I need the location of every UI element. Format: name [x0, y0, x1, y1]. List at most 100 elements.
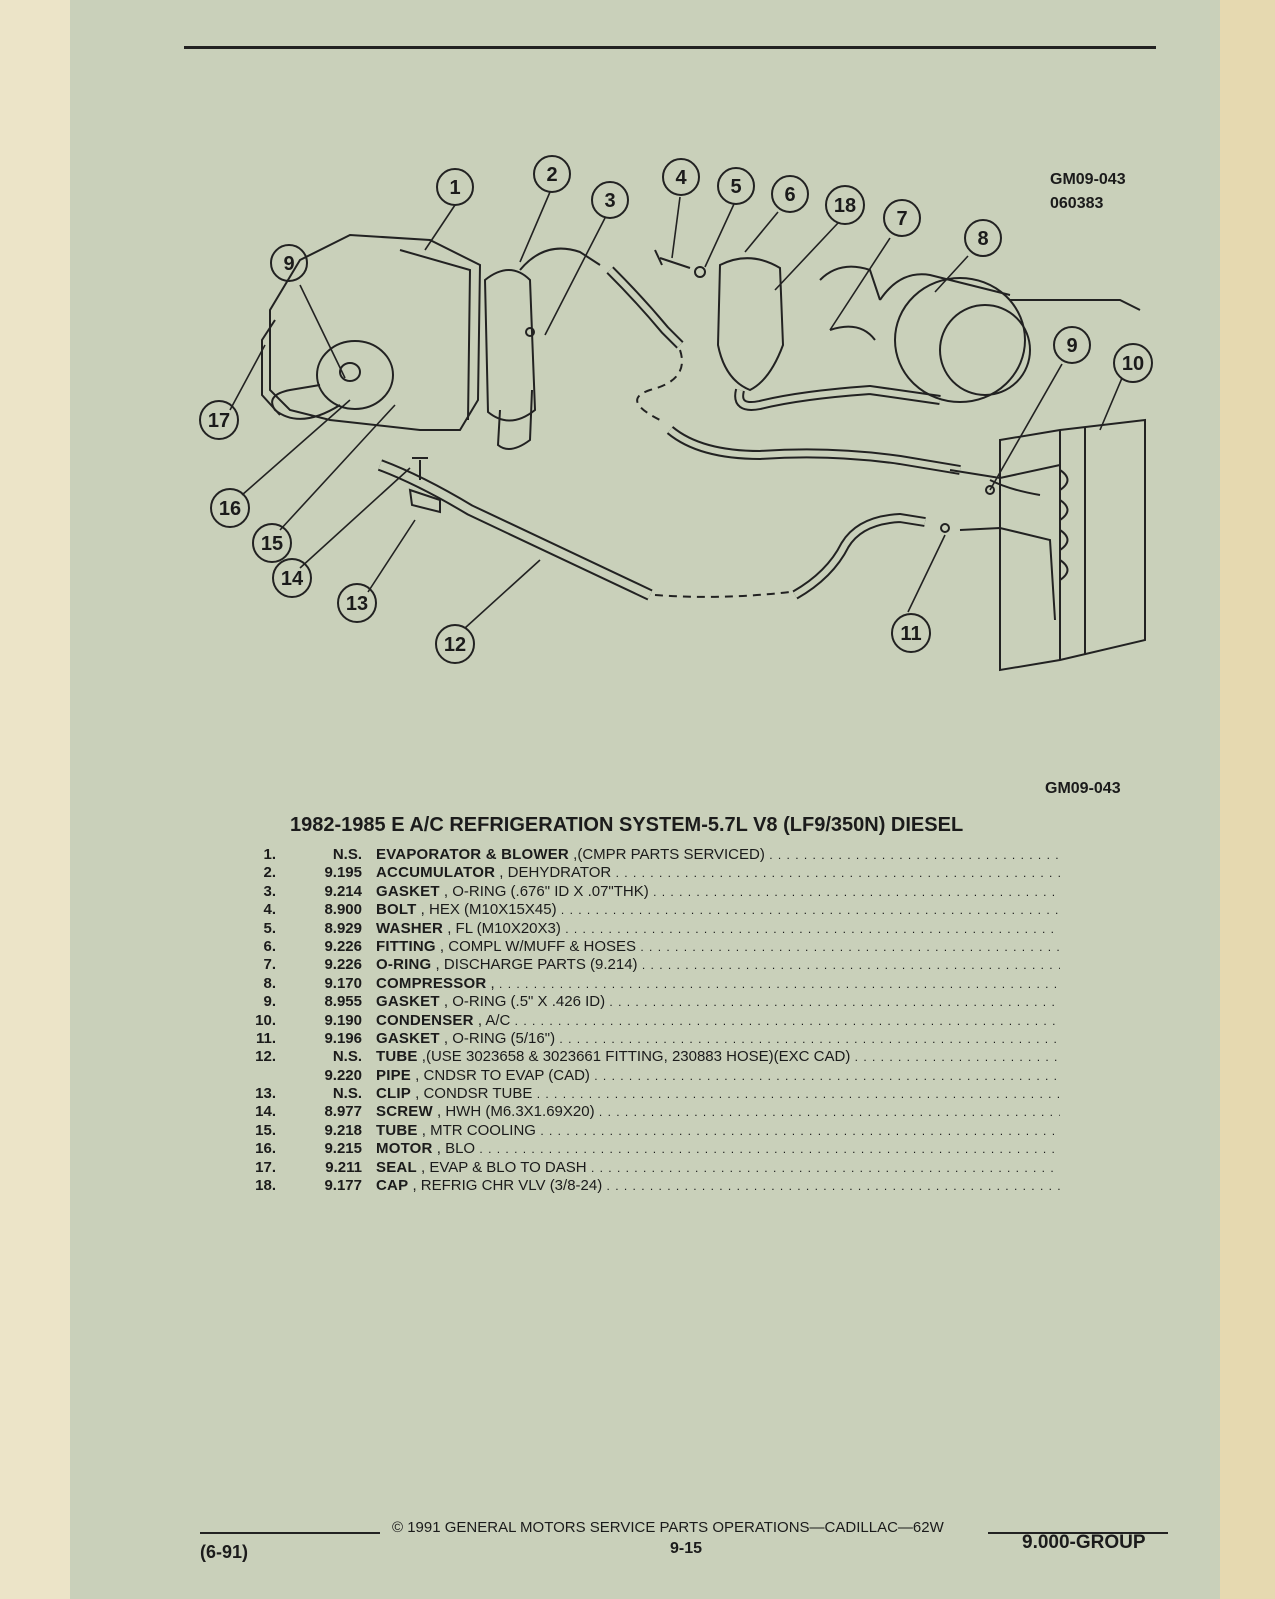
part-group-number: 9.218 [324, 1121, 362, 1139]
accumulator [483, 269, 537, 422]
paper-edge [1220, 0, 1275, 1599]
svg-text:12: 12 [444, 634, 466, 656]
part-number-index: 11. [255, 1029, 276, 1047]
part-detail: , A/C [473, 1011, 511, 1029]
callout-13: 13 [337, 583, 377, 623]
part-detail: , O-RING (5/16") [439, 1029, 556, 1047]
part-name: GASKET [376, 993, 440, 1011]
part-name: GASKET [376, 1029, 440, 1047]
part-group-number: 9.214 [324, 882, 362, 900]
svg-text:10: 10 [1122, 353, 1144, 375]
condenser-side [1059, 428, 1086, 660]
part-detail: , BLO [432, 1140, 476, 1158]
dashed-line [636, 349, 683, 421]
footer-copyright: © 1991 GENERAL MOTORS SERVICE PARTS OPER… [392, 1519, 944, 1536]
part-number-index: 10. [255, 1011, 276, 1029]
svg-text:1: 1 [449, 177, 460, 199]
part-name: MOTOR [376, 1140, 433, 1158]
svg-text:4: 4 [675, 167, 687, 189]
part-detail: , [486, 974, 495, 992]
callout-8: 8 [964, 219, 1002, 257]
washer-5 [694, 266, 706, 278]
part-description: SEAL , EVAP & BLO TO DASH [376, 1159, 1060, 1177]
compressor-clutch [939, 304, 1031, 396]
part-number-index: 5. [263, 919, 276, 937]
part-detail: , O-RING (.676" ID X .07"THK) [439, 882, 649, 900]
part-number-index: 16. [255, 1140, 276, 1158]
part-group-number: N.S. [332, 1048, 362, 1066]
part-description: GASKET , O-RING (.5" X .426 ID) [376, 993, 1060, 1011]
liquid-tube-inner [378, 461, 652, 599]
callout-6: 6 [771, 175, 809, 213]
part-number-index: 9. [263, 993, 276, 1011]
part-group-number: 8.977 [324, 1103, 362, 1121]
gasket-11 [940, 523, 950, 533]
svg-text:11: 11 [900, 623, 921, 645]
diagram-parts [261, 233, 1146, 672]
callout-10: 10 [1113, 343, 1153, 383]
svg-text:5: 5 [730, 176, 741, 198]
part-group-number: 8.900 [324, 901, 362, 919]
callout-4: 4 [662, 158, 700, 196]
callout-9-top: 9 [1053, 326, 1091, 364]
figure-code: GM09-043 060383 [1050, 168, 1126, 216]
svg-text:7: 7 [896, 208, 907, 230]
part-detail: , CNDSR TO EVAP (CAD) [410, 1066, 590, 1084]
top-rule [184, 46, 1156, 49]
part-group-number: 9.190 [324, 1011, 362, 1029]
part-name: COMPRESSOR [376, 974, 487, 992]
part-group-number: 9.211 [325, 1158, 362, 1176]
part-description: CAP , REFRIG CHR VLV (3/8-24) [376, 1177, 1060, 1195]
paper-sheet [70, 0, 1220, 1599]
part-detail: , DISCHARGE PARTS (9.214) [431, 956, 638, 974]
part-number-index: 15. [255, 1121, 276, 1139]
part-description: BOLT , HEX (M10X15X45) [376, 901, 1060, 919]
figure-code-id: GM09-043 [1050, 171, 1126, 188]
part-description: GASKET , O-RING (.676" ID X .07"THK) [376, 883, 1060, 901]
part-description: ACCUMULATOR , DEHYDRATOR [376, 864, 1060, 882]
part-description: TUBE ,(USE 3023658 & 3023661 FITTING, 23… [376, 1048, 1060, 1066]
footer-rule-right [988, 1532, 1168, 1534]
part-detail: , HWH (M6.3X1.69X20) [432, 1103, 595, 1121]
accumulator-lines [496, 389, 533, 450]
condenser-frame [999, 418, 1146, 672]
part-name: SCREW [376, 1103, 433, 1121]
lower-hose-inner [668, 427, 961, 473]
part-number-index: 8. [263, 974, 276, 992]
part-name: ACCUMULATOR [376, 864, 496, 882]
callout-3: 3 [591, 181, 629, 219]
svg-text:15: 15 [261, 533, 283, 555]
part-number-index: 18. [255, 1177, 276, 1195]
part-name: PIPE [376, 1066, 411, 1084]
clip-13 [408, 488, 441, 514]
svg-text:9: 9 [1066, 335, 1077, 357]
callout-11: 11 [891, 613, 931, 653]
part-detail: , MTR COOLING [417, 1121, 536, 1139]
svg-text:6: 6 [784, 184, 795, 206]
footer-page-number: 9-15 [670, 1540, 703, 1557]
part-group-number: 9.195 [324, 864, 362, 882]
part-number-index: 6. [263, 937, 276, 955]
svg-text:16: 16 [219, 498, 241, 520]
part-name: SEAL [376, 1158, 417, 1176]
part-detail: , FL (M10X20X3) [443, 919, 561, 937]
part-description: CLIP , CONDSR TUBE [376, 1085, 1060, 1103]
part-group-number: 9.226 [324, 937, 362, 955]
part-detail: , EVAP & BLO TO DASH [416, 1158, 587, 1176]
figure-date-code: 060383 [1050, 195, 1104, 212]
footer-group: 9.000-GROUP [1022, 1532, 1146, 1553]
accumulator-pipe [519, 247, 601, 271]
part-name: TUBE [376, 1048, 418, 1066]
part-detail: , O-RING (.5" X .426 ID) [439, 993, 606, 1011]
part-detail: , COMPL W/MUFF & HOSES [435, 937, 637, 955]
part-group-number: N.S. [332, 846, 362, 863]
